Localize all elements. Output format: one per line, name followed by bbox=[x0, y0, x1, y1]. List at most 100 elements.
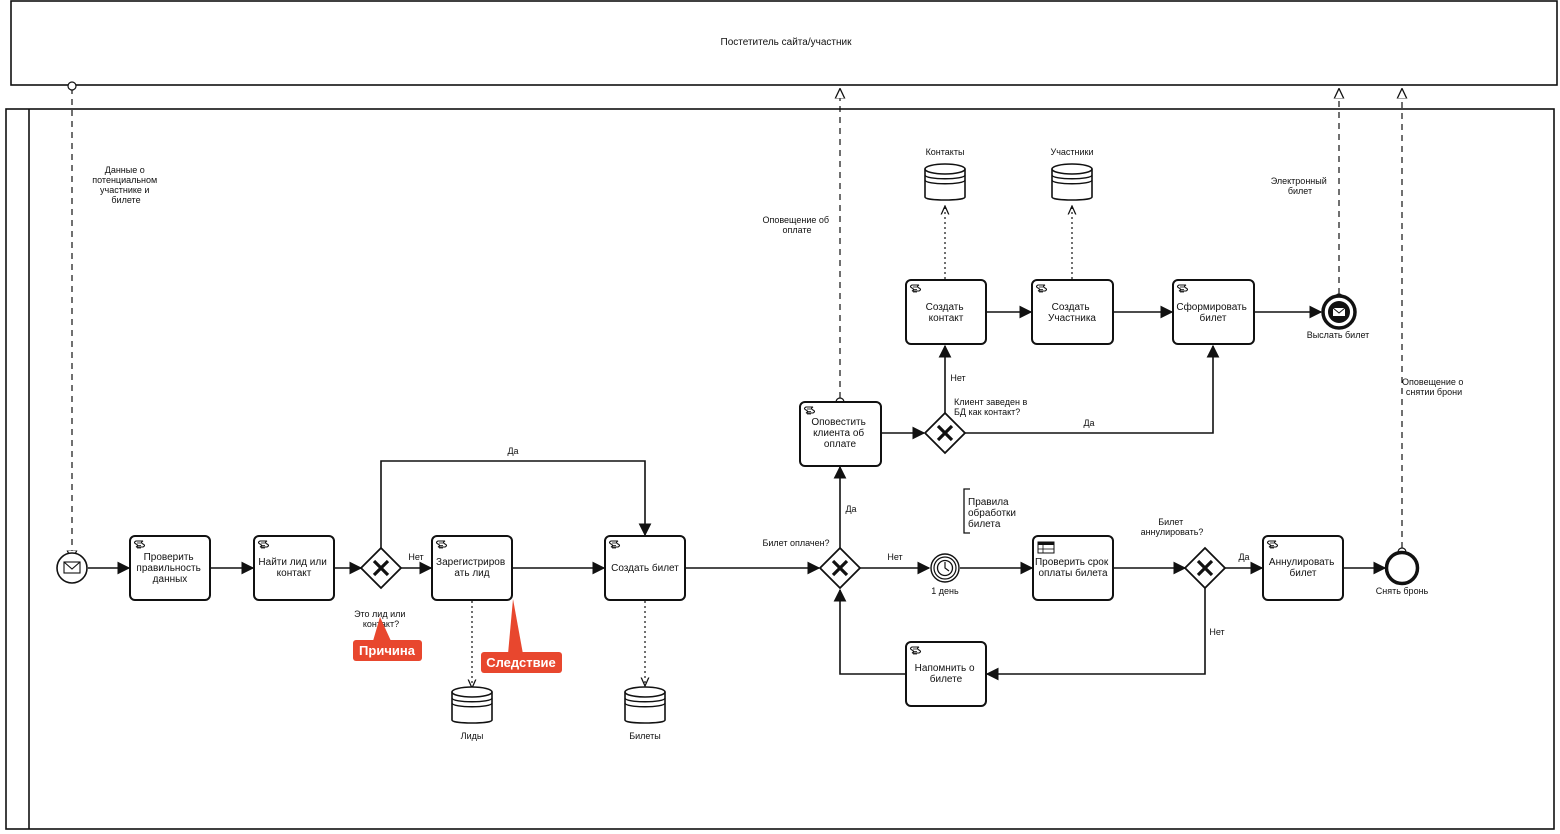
flow-label-yes-create-ticket: Да bbox=[507, 446, 518, 456]
task-register-lead-line-2: ать лид bbox=[454, 568, 489, 579]
task-notify-client[interactable]: Оповестить клиента об оплате bbox=[799, 401, 882, 467]
svg-text:Проверить правильность: Проверить правильность данных bbox=[136, 552, 203, 585]
gateway-in-db-label-1: Клиент заведен в bbox=[954, 397, 1027, 407]
callout-effect: Следствие bbox=[481, 599, 562, 673]
message-data-line-3: участнике и bbox=[100, 185, 149, 195]
task-check-payment-term-line-2: оплаты билета bbox=[1038, 567, 1108, 579]
exclusive-x-icon bbox=[372, 559, 390, 577]
task-create-ticket[interactable]: Создать билет bbox=[604, 535, 686, 601]
sequence-flows bbox=[88, 305, 1387, 681]
task-register-lead-line-1: Зарегистриров bbox=[436, 557, 505, 568]
end-message-event-label: Выслать билет bbox=[1307, 330, 1370, 340]
task-remind-ticket-line-2: билете bbox=[930, 673, 963, 685]
svg-text:Найти лид или контакт: Найти лид или контакт bbox=[258, 557, 329, 579]
datastore-leads-label: Лиды bbox=[461, 731, 484, 741]
task-register-lead[interactable]: Зарегистриров ать лид bbox=[431, 535, 513, 601]
task-create-participant[interactable]: Создать Участника bbox=[1031, 279, 1114, 345]
task-cancel-ticket-line-1: Аннулировать bbox=[1269, 557, 1334, 568]
flow-label-no-register: Нет bbox=[408, 552, 423, 562]
pool-visitor: Постетитель сайта/участник bbox=[10, 0, 1558, 86]
task-check-data-line-1: Проверить bbox=[144, 552, 194, 563]
task-find-lead-line-2: контакт bbox=[277, 568, 312, 579]
message-payment-line-2: оплате bbox=[783, 225, 812, 235]
pool-organizer bbox=[5, 108, 1555, 830]
svg-text:Сформировать билет: Сформировать билет bbox=[1176, 301, 1249, 324]
text-annotation-rules: Правила обработки билета bbox=[963, 488, 1019, 534]
svg-text:Создать контакт: Создать контакт bbox=[926, 302, 967, 324]
datastore-contacts[interactable] bbox=[924, 163, 966, 201]
timer-event[interactable] bbox=[930, 553, 960, 583]
task-cancel-ticket[interactable]: Аннулировать билет bbox=[1262, 535, 1344, 601]
data-associations bbox=[472, 206, 1072, 688]
message-data-line-2: потенциальном bbox=[92, 175, 157, 185]
business-rule-icon bbox=[1037, 541, 1055, 554]
task-check-payment-term-line-1: Проверить срок bbox=[1035, 557, 1109, 568]
task-create-contact[interactable]: Создать контакт bbox=[905, 279, 987, 345]
task-create-ticket-line-1: Создать билет bbox=[611, 562, 679, 574]
task-remind-ticket[interactable]: Напомнить о билете bbox=[905, 641, 987, 707]
gateway-is-lead[interactable] bbox=[359, 546, 403, 590]
pool-visitor-title: Постетитель сайта/участник bbox=[721, 37, 853, 48]
svg-text:Напомнить о билете: Напомнить о билете bbox=[915, 663, 978, 685]
task-remind-ticket-line-1: Напомнить о bbox=[915, 663, 975, 674]
exclusive-x-icon bbox=[936, 424, 954, 442]
start-message-event[interactable] bbox=[56, 552, 88, 584]
svg-text:Правила обработки: Правила обработки билета bbox=[968, 497, 1019, 530]
svg-text:Билет аннулировать?: Билет аннулировать? bbox=[1141, 517, 1204, 537]
gateway-paid[interactable] bbox=[818, 546, 862, 590]
task-find-lead[interactable]: Найти лид или контакт bbox=[253, 535, 335, 601]
task-notify-client-line-3: оплате bbox=[824, 439, 857, 450]
task-form-ticket[interactable]: Сформировать билет bbox=[1172, 279, 1255, 345]
envelope-icon bbox=[63, 561, 81, 574]
svg-text:Клиент заведен в БД как ко: Клиент заведен в БД как контакт? bbox=[954, 397, 1030, 417]
annotation-line-2: обработки bbox=[968, 507, 1016, 519]
gateway-in-db-label-2: БД как контакт? bbox=[954, 407, 1020, 417]
message-eticket-line-1: Электронный bbox=[1271, 176, 1327, 186]
datastore-leads[interactable] bbox=[451, 686, 493, 724]
task-check-data[interactable]: Проверить правильность данных bbox=[129, 535, 211, 601]
task-check-data-line-3: данных bbox=[153, 574, 188, 585]
callout-cause-text: Причина bbox=[359, 643, 416, 658]
task-create-contact-line-2: контакт bbox=[929, 313, 964, 324]
task-form-ticket-line-2: билет bbox=[1200, 312, 1227, 324]
message-release-line-2: снятии брони bbox=[1406, 387, 1462, 397]
end-event-release[interactable] bbox=[1384, 550, 1420, 586]
task-create-participant-line-1: Создать bbox=[1052, 302, 1090, 313]
message-data-line-4: билете bbox=[111, 195, 140, 205]
task-notify-client-line-1: Оповестить bbox=[811, 417, 865, 428]
flow-label-no-paid: Нет bbox=[887, 552, 902, 562]
datastore-contacts-label: Контакты bbox=[926, 147, 965, 157]
svg-text:Проверить срок оплаты би: Проверить срок оплаты билета bbox=[1035, 557, 1111, 579]
task-cancel-ticket-line-2: билет bbox=[1290, 567, 1317, 579]
gateway-is-lead-label-1: Это лид или bbox=[354, 609, 405, 619]
clock-icon bbox=[936, 559, 954, 577]
gateway-cancelled-label-1: Билет bbox=[1158, 517, 1183, 527]
gateway-in-db[interactable] bbox=[923, 411, 967, 455]
svg-text:Зарегистриров ать лид: Зарегистриров ать лид bbox=[436, 557, 508, 579]
callout-cause: Причина bbox=[353, 617, 422, 661]
timer-event-label: 1 день bbox=[931, 586, 959, 596]
task-check-payment-term[interactable]: Проверить срок оплаты билета bbox=[1032, 535, 1114, 601]
svg-text:Оповещение о снятии брони: Оповещение о снятии брони bbox=[1402, 377, 1466, 397]
svg-text:Создать билет: Создать билет bbox=[611, 562, 679, 574]
annotation-line-1: Правила bbox=[968, 497, 1009, 508]
gateway-cancelled[interactable] bbox=[1183, 546, 1227, 590]
task-create-contact-line-1: Создать bbox=[926, 302, 964, 313]
svg-text:Аннулировать билет: Аннулировать билет bbox=[1269, 557, 1337, 579]
flow-label-no-in-db: Нет bbox=[950, 373, 965, 383]
datastore-participants[interactable] bbox=[1051, 163, 1093, 201]
datastore-tickets[interactable] bbox=[624, 686, 666, 724]
exclusive-x-icon bbox=[831, 559, 849, 577]
callout-effect-text: Следствие bbox=[486, 655, 556, 670]
message-eticket-line-2: билет bbox=[1288, 186, 1312, 196]
message-data-line-1: Данные о bbox=[105, 165, 145, 175]
flow-label-yes-cancel: Да bbox=[1238, 552, 1249, 562]
datastore-participants-label: Участники bbox=[1051, 147, 1094, 157]
flow-label-yes-in-db: Да bbox=[1083, 418, 1094, 428]
end-message-event[interactable] bbox=[1321, 294, 1357, 330]
svg-text:Оповещение об оплате: Оповещение об оплате bbox=[762, 215, 831, 235]
end-event-release-label: Снять бронь bbox=[1376, 586, 1429, 596]
gateway-paid-label: Билет оплачен? bbox=[762, 538, 829, 548]
message-release-line-1: Оповещение о bbox=[1402, 377, 1463, 387]
